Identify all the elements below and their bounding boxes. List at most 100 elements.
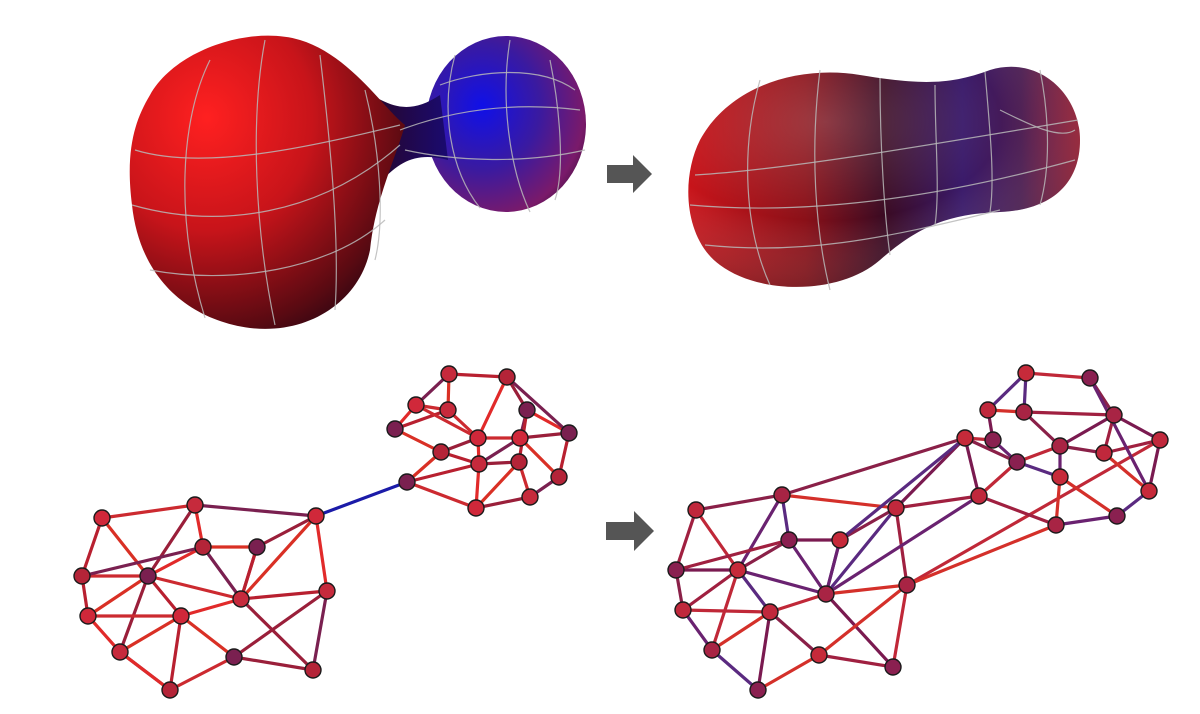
graph-edge: [255, 514, 318, 549]
graph-node: [1081, 369, 1099, 387]
graph-edge: [891, 583, 909, 669]
graph-node: [898, 576, 916, 594]
graph-edge: [405, 480, 478, 510]
small-lobe: [426, 36, 586, 212]
graph-edge: [681, 568, 740, 612]
graph-edge: [476, 375, 509, 440]
graph-node: [510, 453, 528, 471]
graph-node: [1015, 403, 1033, 421]
right-arrow-icon: [607, 155, 652, 193]
graph-node: [1047, 516, 1065, 534]
graph-edge: [100, 503, 197, 520]
graph-edge: [1058, 413, 1116, 448]
graph-edge: [768, 610, 821, 657]
graph-node: [470, 455, 488, 473]
graph-edge: [239, 514, 318, 601]
graph-node: [439, 401, 457, 419]
graph-node: [111, 643, 129, 661]
graph-edge: [736, 568, 828, 596]
graph-edge: [518, 436, 561, 479]
graph-node: [194, 538, 212, 556]
graph-node: [884, 658, 902, 676]
graph-edge: [311, 589, 329, 672]
graph-edge: [710, 648, 760, 692]
graph-node: [469, 429, 487, 447]
graph-node: [248, 538, 266, 556]
graph-edge: [1024, 371, 1092, 380]
graph-edge: [780, 436, 967, 497]
graph-edge: [86, 574, 150, 618]
graph-edge: [201, 545, 243, 601]
peanut-grid: [689, 69, 1079, 291]
right-arrow-icon: [606, 511, 654, 551]
graph-edge: [674, 508, 698, 572]
graph-edge: [118, 650, 172, 692]
graph-edge: [824, 506, 898, 596]
graph-edge: [674, 538, 791, 572]
graph-edge: [905, 523, 1058, 587]
graph-edge: [736, 568, 772, 614]
graph-node: [518, 401, 536, 419]
graph-edge: [393, 408, 450, 431]
graph-node: [304, 661, 322, 679]
graph-node: [318, 582, 336, 600]
graph-node: [79, 607, 97, 625]
graph-node: [161, 681, 179, 699]
graph-node: [984, 431, 1002, 449]
graph-node: [831, 531, 849, 549]
peanut-shading: [688, 66, 1080, 287]
surface-before: [129, 35, 586, 329]
graph-edge: [168, 655, 236, 692]
graph-node: [1051, 468, 1069, 486]
graph-edge: [1102, 451, 1151, 493]
graph-node: [307, 507, 325, 525]
graph-edge: [405, 462, 481, 484]
graph-node: [93, 509, 111, 527]
graph-edge: [179, 597, 243, 618]
graph-node: [1108, 507, 1126, 525]
graph-edge: [1022, 410, 1116, 417]
graph-edge: [239, 589, 329, 601]
graph-edge: [694, 508, 740, 572]
graph-node: [1140, 482, 1158, 500]
graph-edge: [894, 494, 981, 510]
graph-edge: [780, 493, 898, 510]
graph-edge: [100, 516, 150, 578]
graph-node: [979, 401, 997, 419]
graph-node: [761, 603, 779, 621]
graph-node: [186, 496, 204, 514]
graph-node: [232, 590, 250, 608]
graph-node: [817, 585, 835, 603]
graph-node: [1017, 364, 1035, 382]
graph-node: [432, 443, 450, 461]
graph-edge: [80, 545, 205, 578]
graph-edge: [694, 493, 784, 512]
graph-edge: [824, 592, 895, 669]
graph-node: [780, 531, 798, 549]
graph-edge: [977, 494, 1058, 527]
graph-edge: [505, 375, 571, 435]
graph-edge: [1102, 438, 1162, 455]
graph-edge: [146, 574, 243, 601]
graph-node: [139, 567, 157, 585]
graph-node: [1105, 406, 1123, 424]
graph-node: [667, 561, 685, 579]
graph-edge: [474, 460, 521, 510]
graph-node: [386, 420, 404, 438]
graph-edge: [1088, 376, 1151, 493]
graph-edge: [824, 583, 909, 596]
graph-node: [550, 468, 568, 486]
graph-node: [773, 486, 791, 504]
surface-after: [688, 66, 1080, 291]
graph-edge: [838, 506, 898, 542]
graph-node: [407, 396, 425, 414]
graph-edge: [756, 653, 821, 692]
graph-edge: [239, 545, 259, 601]
graph-node: [225, 648, 243, 666]
graph-node: [560, 424, 578, 442]
graph-edge: [239, 597, 315, 672]
graph-edge: [756, 610, 772, 692]
graph-edge: [179, 614, 236, 659]
graph-edge: [80, 516, 104, 578]
